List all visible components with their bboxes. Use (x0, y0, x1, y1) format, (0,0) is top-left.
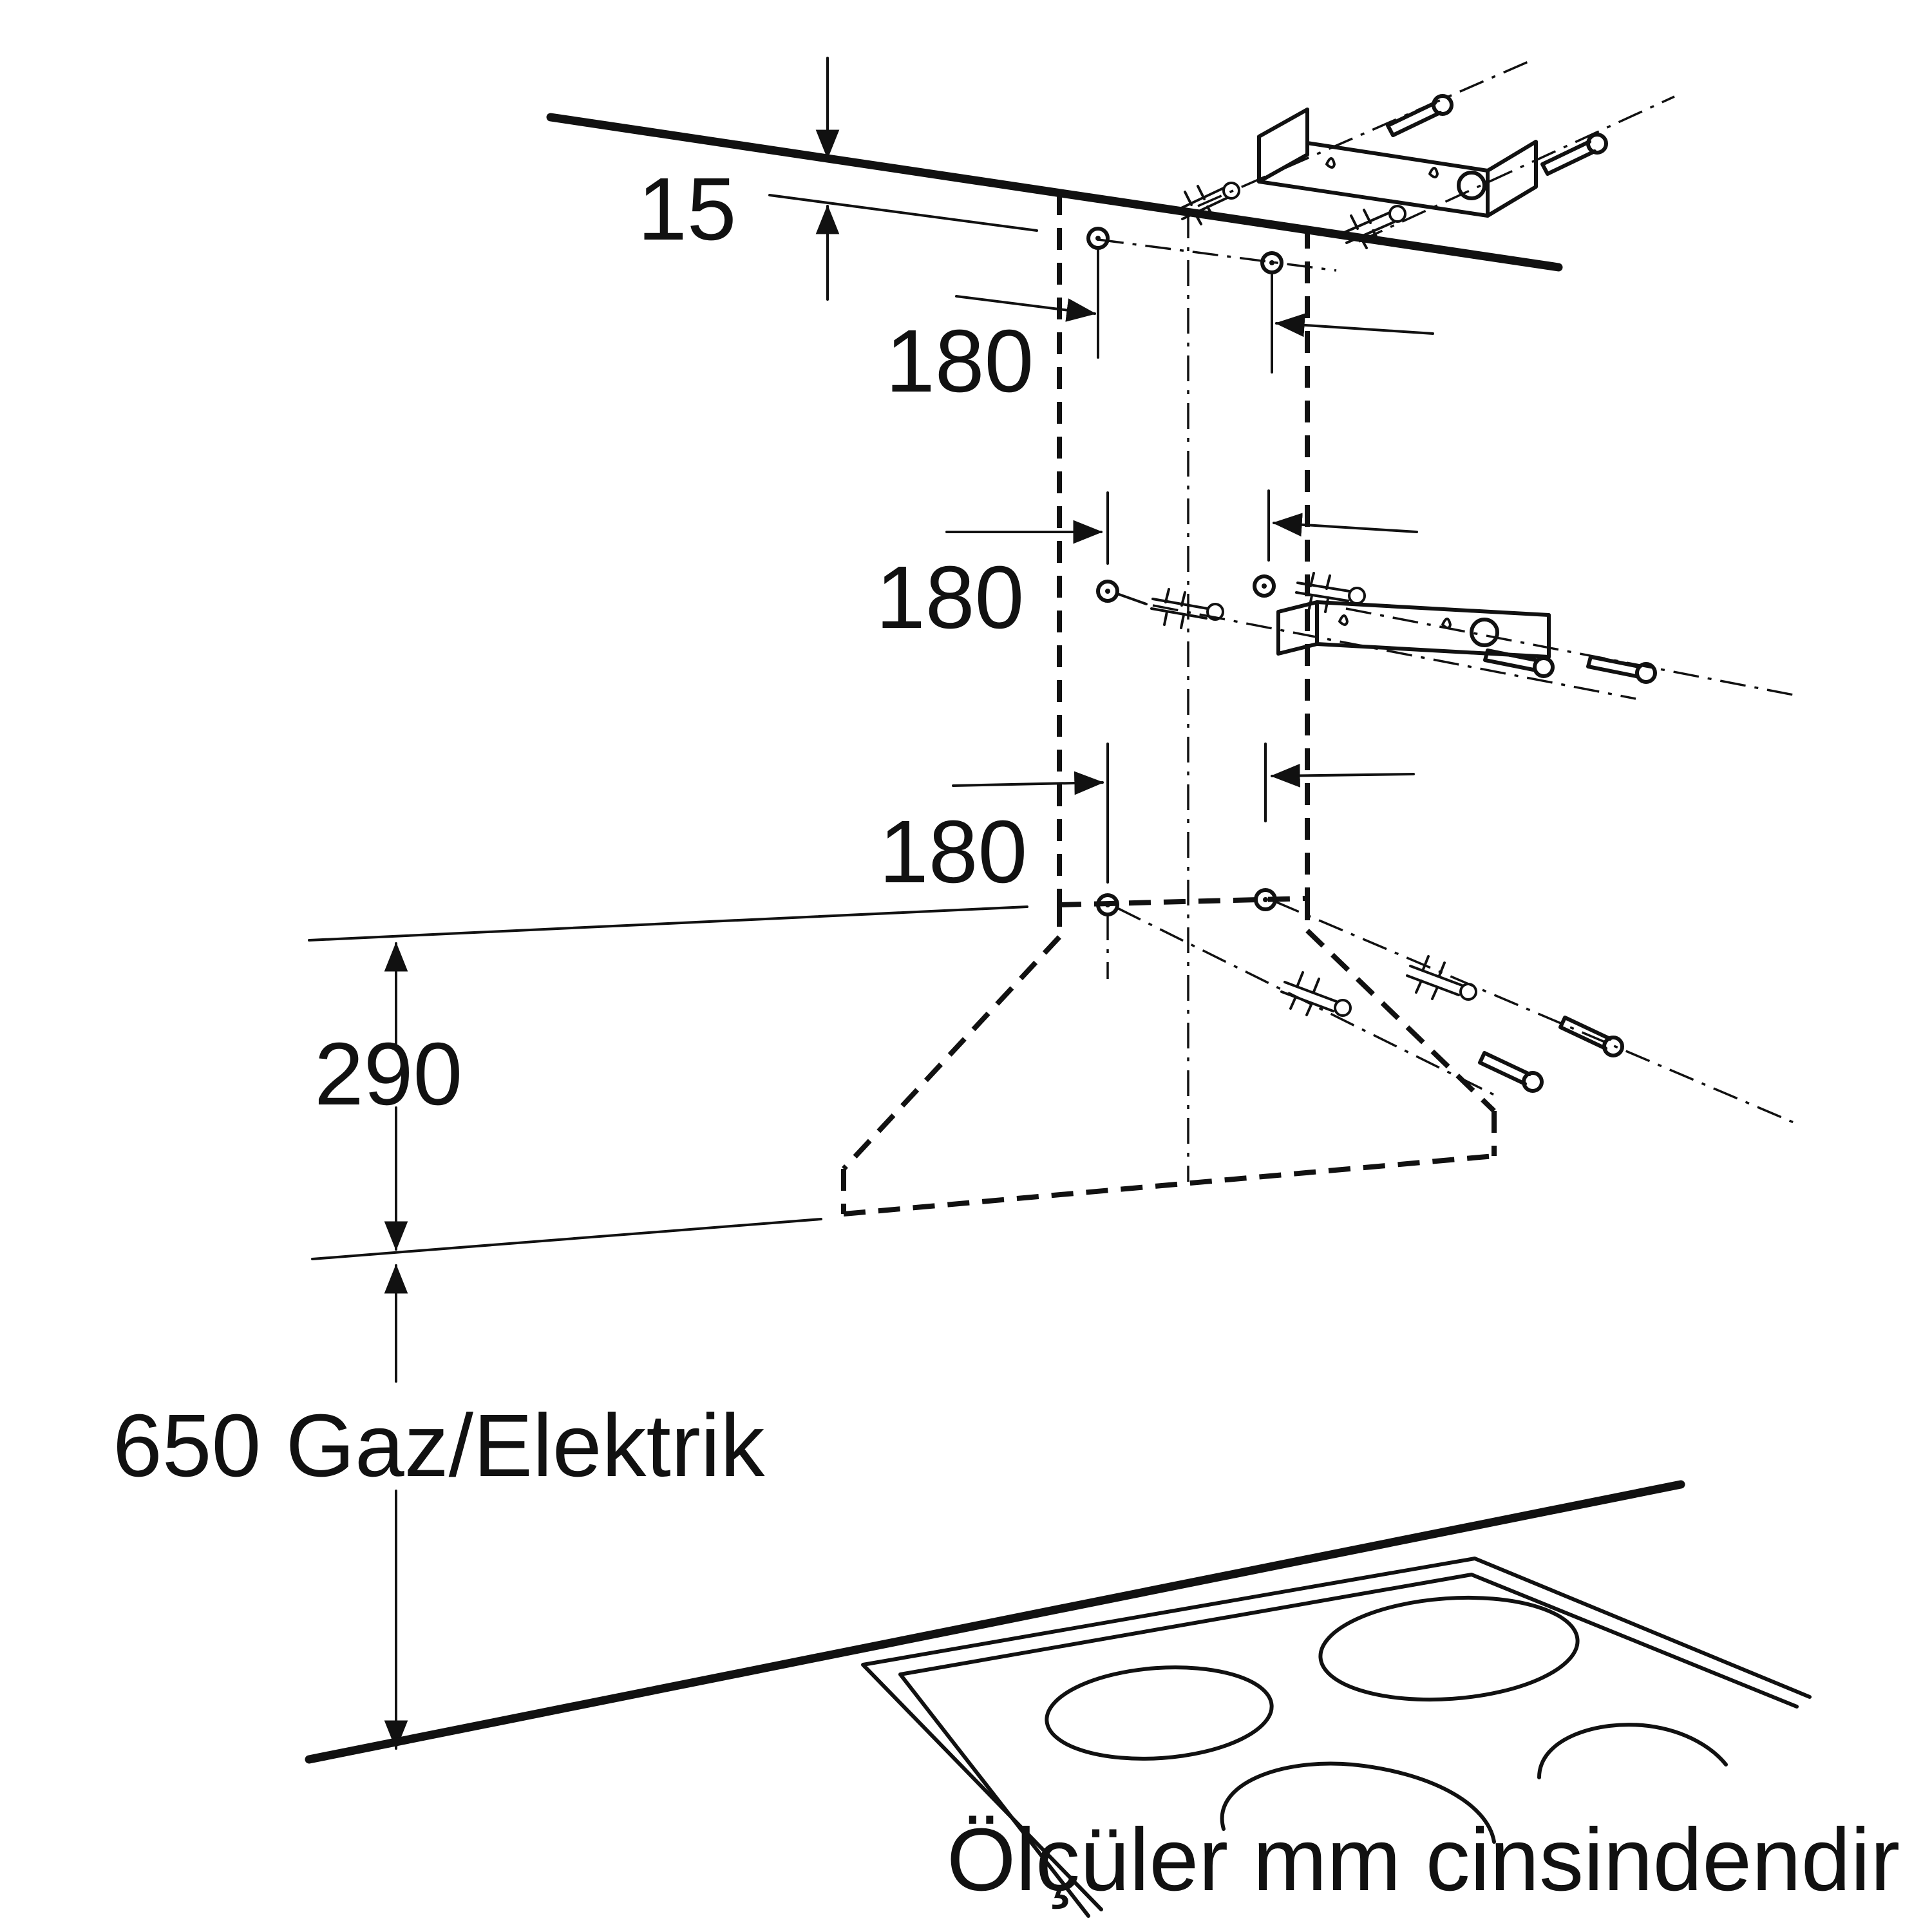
label-width-middle: 180 (876, 548, 1024, 647)
hood-outline (841, 193, 1497, 1217)
dim-width-middle (945, 513, 1418, 544)
top-wall-plugs (1177, 182, 1406, 249)
label-width-bottom: 180 (879, 802, 1027, 902)
label-hood-height: 290 (314, 1025, 462, 1124)
top-screws (1386, 94, 1608, 176)
label-width-top: 180 (886, 312, 1034, 411)
ceiling-line (546, 113, 1563, 272)
hob-zone-back-right (1318, 1595, 1580, 1702)
middle-hole-row (1096, 489, 1797, 700)
top-bracket (1197, 60, 1675, 243)
bottom-screws (1478, 1016, 1624, 1093)
worktop-line (305, 1480, 1685, 1764)
hob-zone-front-left (1045, 1665, 1274, 1761)
dim-width-top (955, 295, 1434, 337)
label-top-offset: 15 (638, 160, 737, 259)
middle-screws (1483, 649, 1657, 684)
hob-zone-front-right (1220, 1761, 1496, 1844)
bottom-wall-plugs (1280, 955, 1477, 1017)
hob-zone-back-far (1537, 1723, 1728, 1779)
dim-hood-height (308, 905, 1028, 1260)
label-hob-clearance: 650 Gaz/Elektrik (113, 1396, 765, 1495)
middle-bracket (1276, 600, 1551, 659)
hob (861, 1557, 1812, 1918)
middle-wall-plugs (1150, 572, 1366, 629)
top-hole-row (1086, 227, 1337, 374)
dim-width-bottom (952, 764, 1415, 795)
dim-top-offset (768, 57, 1038, 301)
footnote-units: Ölçüler mm cinsindendir (947, 1810, 1900, 1909)
